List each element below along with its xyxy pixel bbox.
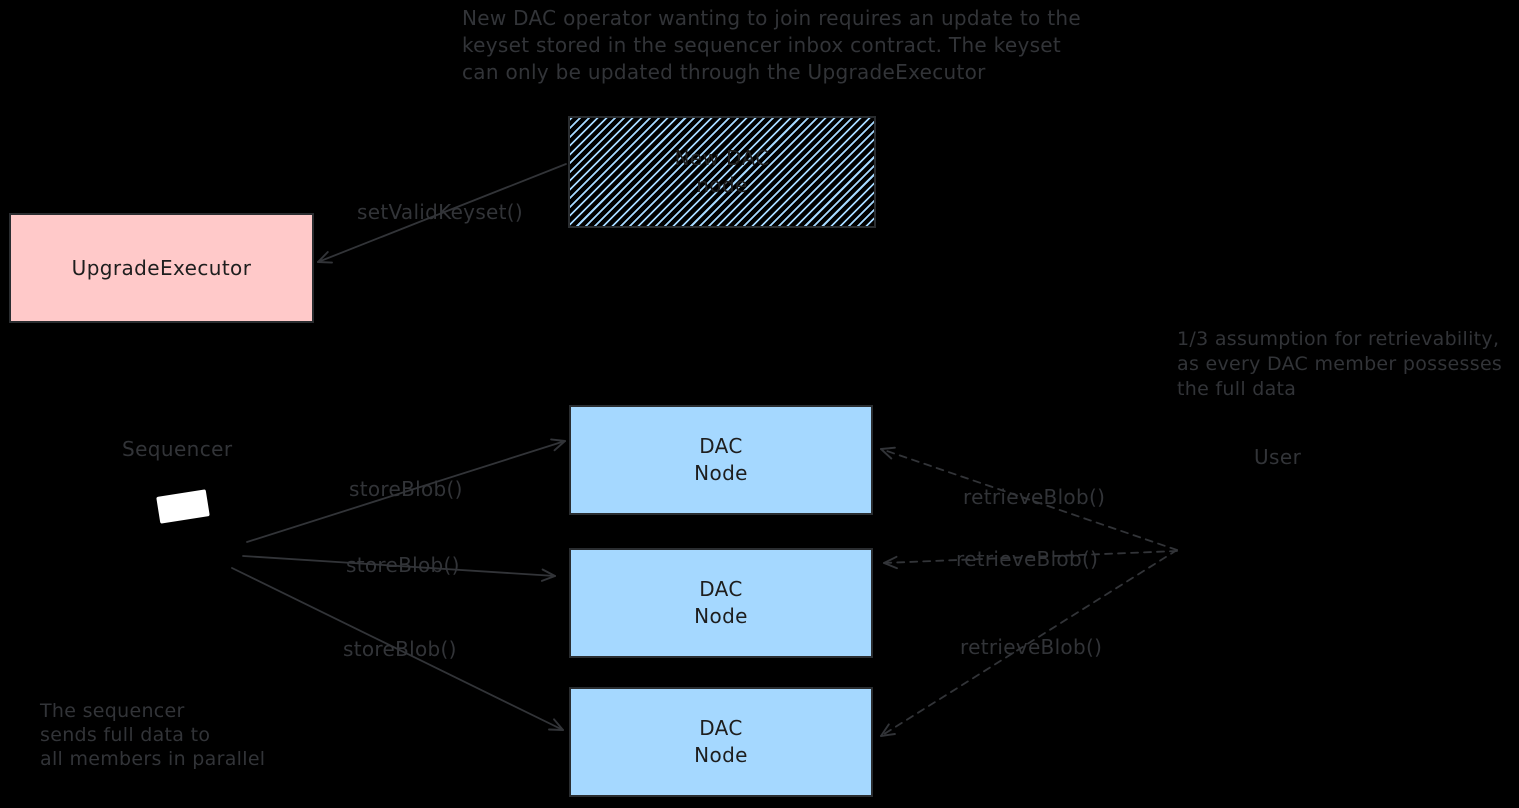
- keyset-update-note-line: New DAC operator wanting to join require…: [462, 6, 1081, 30]
- keyset-update-note: New DAC operator wanting to join require…: [462, 5, 1081, 86]
- dac-node-box-3: DAC Node: [569, 687, 873, 797]
- store-blob-arrow-2-head: [540, 575, 556, 582]
- retrieve-blob-arrow-2-head: [883, 555, 898, 564]
- dac-node-label: DAC: [699, 716, 743, 740]
- retrieve-blob-arrow-1-head: [880, 446, 896, 450]
- store-blob-arrow-2-head: [541, 568, 556, 577]
- store-blob-label-3: storeBlob(): [343, 637, 457, 661]
- dac-node-label: Node: [694, 604, 748, 628]
- retrievability-note-line: as every DAC member possesses: [1177, 353, 1503, 375]
- store-blob-label-1: storeBlob(): [349, 477, 463, 501]
- dac-node-box-2: DAC Node: [569, 548, 873, 658]
- sequencer-parallel-note-line: sends full data to: [40, 724, 211, 746]
- retrieve-blob-label-3: retrieveBlob(): [960, 635, 1103, 659]
- retrievability-note: 1/3 assumption for retrievability, as ev…: [1177, 327, 1502, 402]
- set-valid-keyset-arrow-head: [317, 261, 333, 264]
- sequencer-label: Sequencer: [122, 437, 233, 461]
- store-blob-arrow-1-head: [550, 438, 566, 442]
- store-blob-arrow-1-head: [553, 440, 566, 452]
- sequencer-icon: [156, 489, 210, 524]
- set-valid-keyset-label: setValidKeyset(): [357, 200, 523, 224]
- retrieve-blob-label-1: retrieveBlob(): [963, 485, 1106, 509]
- keyset-update-note-line: can only be updated through the UpgradeE…: [462, 60, 986, 84]
- dac-node-label: Node: [694, 743, 748, 767]
- retrieve-blob-label-2: retrieveBlob(): [956, 547, 1099, 571]
- sequencer-parallel-note-line: all members in parallel: [40, 748, 266, 770]
- new-dac-node-box: New DAC node: [568, 116, 876, 228]
- user-label: User: [1254, 445, 1302, 469]
- dac-node-label: DAC: [699, 434, 743, 458]
- retrievability-note-line: 1/3 assumption for retrievability,: [1177, 328, 1500, 350]
- store-blob-arrow-3-head: [553, 718, 564, 731]
- retrieve-blob-arrow-3-head: [880, 723, 890, 737]
- upgrade-executor-box: UpgradeExecutor: [9, 213, 314, 323]
- dac-node-box-1: DAC Node: [569, 405, 873, 515]
- set-valid-keyset-arrow-head: [317, 251, 329, 263]
- upgrade-executor-label: UpgradeExecutor: [71, 255, 252, 280]
- store-blob-label-2: storeBlob(): [346, 553, 460, 577]
- new-dac-node-label: New DAC: [674, 146, 770, 170]
- store-blob-arrow-3-head: [548, 728, 564, 731]
- keyset-update-note-line: keyset stored in the sequencer inbox con…: [462, 33, 1062, 57]
- retrieve-blob-arrow-1-head: [880, 448, 893, 460]
- retrieve-blob-arrow-3-head: [880, 733, 896, 737]
- dac-node-label: Node: [694, 461, 748, 485]
- dac-node-label: DAC: [699, 577, 743, 601]
- retrieve-blob-arrow-2-head: [883, 562, 898, 570]
- new-dac-node-label: node: [696, 173, 748, 197]
- retrievability-note-line: the full data: [1177, 378, 1297, 400]
- sequencer-parallel-note-line: The sequencer: [40, 700, 185, 722]
- sequencer-parallel-note: The sequencer sends full data to all mem…: [40, 699, 265, 771]
